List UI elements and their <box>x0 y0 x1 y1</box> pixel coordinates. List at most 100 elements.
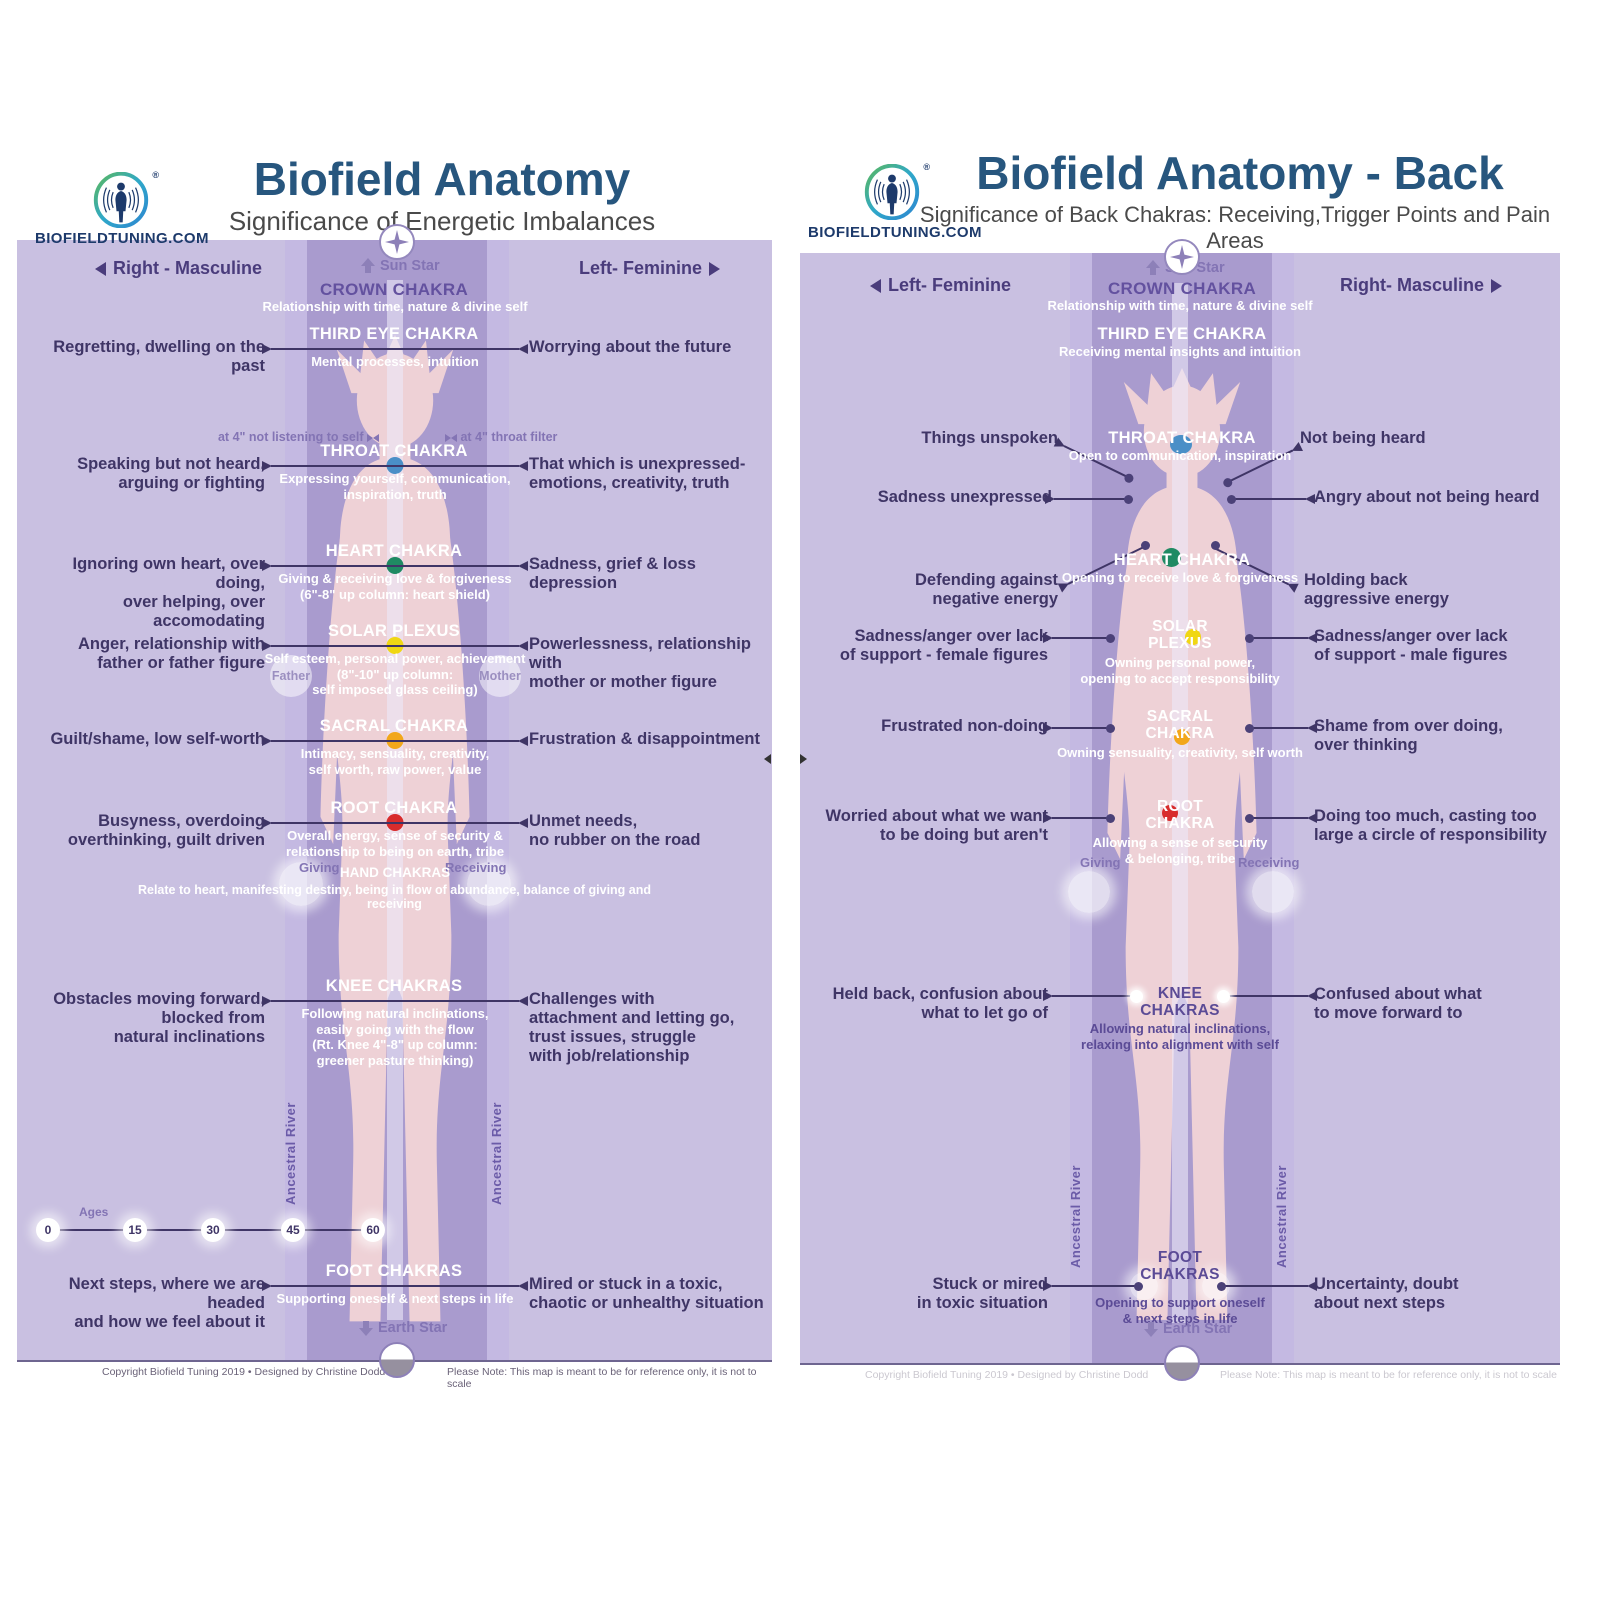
chakra-desc: Opening to support oneself & next steps … <box>1095 1295 1265 1326</box>
ancestral-river-strip-right <box>487 240 509 1360</box>
right-annotation: Unmet needs, no rubber on the road <box>529 812 701 849</box>
left-annotation: Next steps, where we are headed and how … <box>68 1275 265 1331</box>
heart-name: HEART CHAKRA <box>1113 551 1251 569</box>
chakra-name: SACRAL CHAKRA <box>1145 708 1215 742</box>
left-annotation: Guilt/shame, low self-worth <box>50 730 265 748</box>
chakra-desc: Intimacy, sensuality, creativity, self w… <box>300 746 490 777</box>
throat-desc: Open to communication, inspiration <box>1068 448 1292 463</box>
ancestral-river-strip-right <box>1272 253 1294 1363</box>
chakra-name: ROOT CHAKRA <box>330 799 458 817</box>
left-annotation: Held back, confusion about what to let g… <box>832 985 1048 1022</box>
mother-circle: Mother <box>479 655 521 697</box>
right-annotation: Sadness/anger over lack of support - mal… <box>1314 627 1508 664</box>
right-annotation: Challenges with attachment and letting g… <box>529 990 735 1065</box>
back-footer-note: Please Note: This map is meant to be for… <box>1220 1369 1557 1381</box>
throat-chakra-dot <box>1170 435 1192 454</box>
chakra-name: SOLAR PLEXUS <box>328 622 460 640</box>
ancestral-river-label-right: Ancestral River <box>489 1102 504 1205</box>
knee-dot-left <box>1130 989 1143 1003</box>
mini-left-arrow-icon <box>451 433 457 442</box>
chakra-desc: Giving & receiving love & forgiveness (6… <box>278 571 512 602</box>
age-circle: 0 <box>36 1218 60 1242</box>
chakra-name: HEART CHAKRA <box>325 542 463 560</box>
age-circle: 15 <box>123 1218 147 1242</box>
direction-label: Left- Feminine <box>888 275 1012 295</box>
age-value: 60 <box>366 1223 380 1237</box>
chakra-name: KNEE CHAKRAS <box>325 977 463 995</box>
up-arrow-icon <box>361 258 375 274</box>
left-annotation: Regretting, dwelling on the past <box>53 338 265 375</box>
ancestral-river-label-left: Ancestral River <box>283 1102 298 1205</box>
direction-left-feminine: Left- Feminine <box>579 258 721 279</box>
heart-chakra-dot <box>1162 548 1181 567</box>
chakra-desc: Following natural inclinations, easily g… <box>301 1006 489 1068</box>
ancestral-river-strip-left <box>1070 253 1092 1363</box>
direction-label: Right - Masculine <box>113 258 263 278</box>
ancestral-river-label-left: Ancestral River <box>1068 1165 1083 1268</box>
registered-mark: ® <box>152 170 159 180</box>
age-value: 30 <box>206 1223 220 1237</box>
front-title: Biofield Anatomy <box>253 153 631 205</box>
at4-right-text: at 4" throat filter <box>460 430 558 444</box>
right-annotation: Uncertainty, doubt about next steps <box>1314 1275 1459 1312</box>
right-annotation: Confused about what to move forward to <box>1314 985 1482 1022</box>
chakra-desc: Overall energy, sense of security & rela… <box>285 828 505 859</box>
right-annotation: That which is unexpressed- emotions, cre… <box>529 455 746 492</box>
sun-star-text: Sun Star <box>380 258 440 274</box>
mini-right-arrow-icon <box>445 433 451 442</box>
mother-label: Mother <box>479 669 521 683</box>
age-circle: 60 <box>361 1218 385 1242</box>
front-footer-note: Please Note: This map is meant to be for… <box>447 1366 757 1390</box>
right-annotation: Shame from over doing, over thinking <box>1314 717 1503 754</box>
left-annotation: Anger, relationship with father or fathe… <box>77 635 265 672</box>
left-annotation: Speaking but not heard, arguing or fight… <box>77 455 265 492</box>
back-chart-panel: Left- Feminine Right- Masculine Sun Star… <box>800 239 1560 1381</box>
father-label: Father <box>271 669 311 683</box>
fold-mark-right <box>800 754 807 764</box>
heart-trigger-dot-left <box>1141 541 1150 550</box>
left-annotation: Sadness/anger over lack of support - fem… <box>839 627 1048 664</box>
crown-chakra-name: CROWN CHAKRA <box>1107 279 1257 298</box>
chakra-desc: Expressing yourself, communication, insp… <box>279 471 511 502</box>
hand-chakras-desc: Relate to heart, manifesting destiny, be… <box>137 883 652 911</box>
direction-label: Left- Feminine <box>579 258 703 278</box>
earth-star-text: Earth Star <box>378 1320 448 1336</box>
right-annotation: Mired or stuck in a toxic, chaotic or un… <box>529 1275 764 1312</box>
solar-plexus-dot <box>1185 629 1201 645</box>
front-subtitle: Significance of Energetic Imbalances <box>228 206 656 236</box>
receiving-label: Receiving <box>445 860 507 875</box>
earth-star-icon <box>1164 1345 1200 1381</box>
earth-star-icon <box>379 1342 415 1378</box>
direction-left-feminine: Left- Feminine <box>870 275 1011 296</box>
right-annotation: Frustration & disappointment <box>529 730 760 748</box>
third-eye-name: THIRD EYE CHAKRA <box>1097 325 1267 343</box>
chakra-desc: Allowing a sense of security & belonging… <box>1092 835 1268 866</box>
right-annotation: Sadness, grief & loss depression <box>529 555 696 592</box>
left-annotation: Frustrated non-doing <box>881 717 1048 735</box>
central-channel <box>1172 283 1188 1323</box>
hand-glow-left <box>279 862 323 906</box>
hand-glow-right <box>1252 871 1294 913</box>
biofield-tuning-logo: ® <box>862 162 930 221</box>
chakra-name: THROAT CHAKRA <box>320 442 468 460</box>
at4-left-label: at 4" not listening to self <box>167 430 379 444</box>
biofield-tuning-logo: ® <box>91 170 159 229</box>
chakra-name: SOLAR PLEXUS <box>1148 618 1212 652</box>
back-title: Biofield Anatomy - Back <box>976 147 1504 199</box>
age-value: 45 <box>286 1223 300 1237</box>
right-annotation: Worrying about the future <box>529 338 732 356</box>
ancestral-river-label-right: Ancestral River <box>1274 1165 1289 1268</box>
direction-label: Right- Masculine <box>1340 275 1485 295</box>
direction-right-masculine: Right- Masculine <box>1340 275 1503 296</box>
chakra-desc: Allowing natural inclinations, relaxing … <box>1081 1021 1279 1052</box>
left-pointer-icon <box>870 278 881 293</box>
right-pointer-icon <box>1491 278 1503 293</box>
down-arrow-icon <box>359 1320 373 1336</box>
logo-text: BIOFIELDTUNING.COM <box>808 224 982 241</box>
crown-chakra-desc: Relationship with time, nature & divine … <box>1047 298 1313 313</box>
left-annotation: Worried about what we want to be doing b… <box>825 807 1048 844</box>
earth-star-label: Earth Star <box>359 1320 447 1336</box>
chakra-name: SACRAL CHAKRA <box>319 717 469 735</box>
left-annotation: Sadness unexpressed <box>877 488 1052 506</box>
registered-mark: ® <box>923 162 930 172</box>
